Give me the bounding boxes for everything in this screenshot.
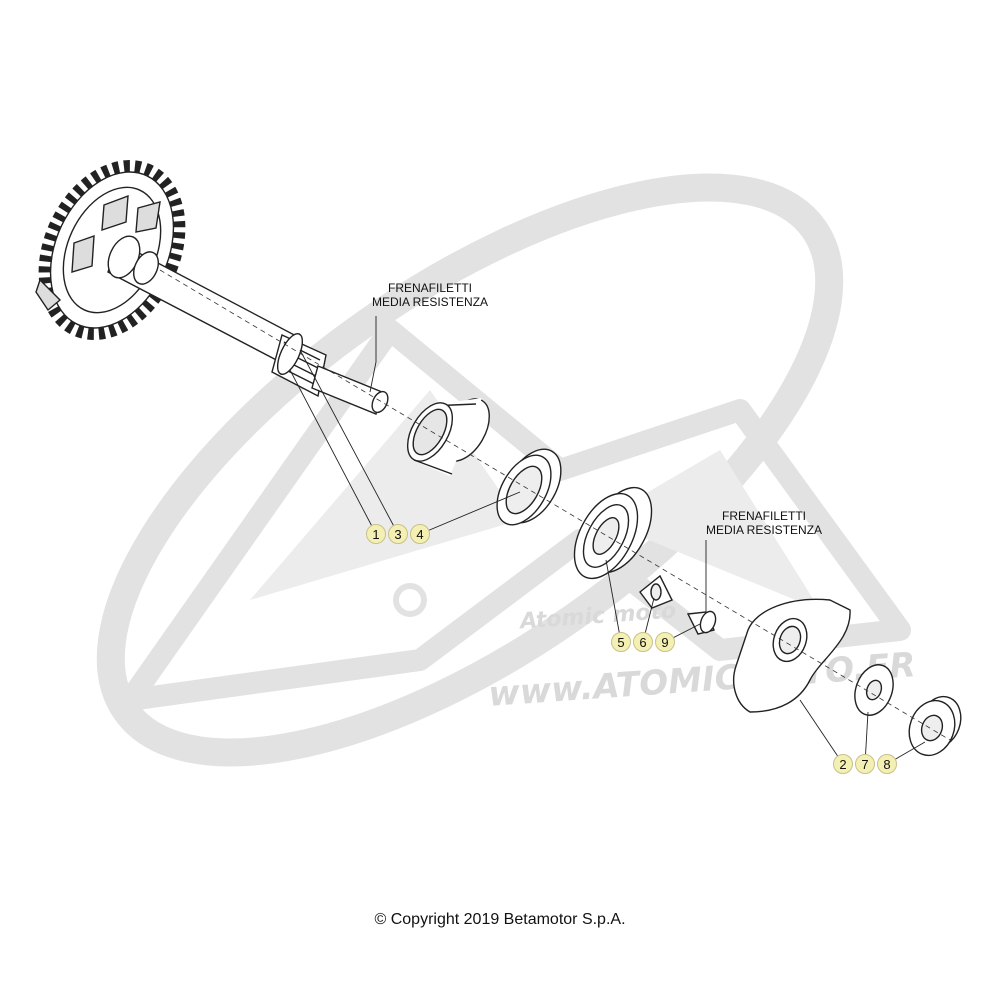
flat-washer	[854, 664, 894, 716]
shaft-label-leader	[369, 316, 377, 393]
part-badge-8[interactable]: 8	[877, 754, 897, 774]
assembly-axis	[159, 269, 951, 741]
screw-callout-line2: MEDIA RESISTENZA	[706, 523, 823, 537]
screw-callout-line1: FRENAFILETTI	[722, 509, 807, 523]
leader-3	[299, 349, 399, 535]
seal-ring	[496, 448, 562, 526]
shaft-callout-line1: FRENAFILETTI	[388, 281, 473, 295]
part-badge-2[interactable]: 2	[833, 754, 853, 774]
leader-5	[605, 559, 622, 643]
plate-washer	[639, 574, 673, 609]
part-badge-3[interactable]: 3	[388, 524, 408, 544]
copyright-notice: © Copyright 2019 Betamotor S.p.A.	[374, 911, 626, 928]
flange-nut	[908, 695, 962, 757]
cam-lever	[732, 598, 851, 713]
part-badge-1[interactable]: 1	[366, 524, 386, 544]
screw-callout-label: FRENAFILETTI MEDIA RESISTENZA	[706, 509, 822, 537]
leader-2	[799, 699, 844, 765]
part-badge-6[interactable]: 6	[633, 632, 653, 652]
screw	[686, 610, 717, 635]
leader-4	[419, 491, 521, 535]
part-badge-5[interactable]: 5	[611, 632, 631, 652]
part-badge-9[interactable]: 9	[655, 632, 675, 652]
bushing	[406, 398, 490, 476]
leader-1	[289, 369, 377, 535]
part-badge-4[interactable]: 4	[410, 524, 430, 544]
part-badge-7[interactable]: 7	[855, 754, 875, 774]
shaft	[107, 235, 389, 415]
ball-bearing	[573, 486, 653, 580]
shaft-callout-label: FRENAFILETTI MEDIA RESISTENZA	[372, 281, 488, 309]
shaft-callout-line2: MEDIA RESISTENZA	[372, 295, 489, 309]
